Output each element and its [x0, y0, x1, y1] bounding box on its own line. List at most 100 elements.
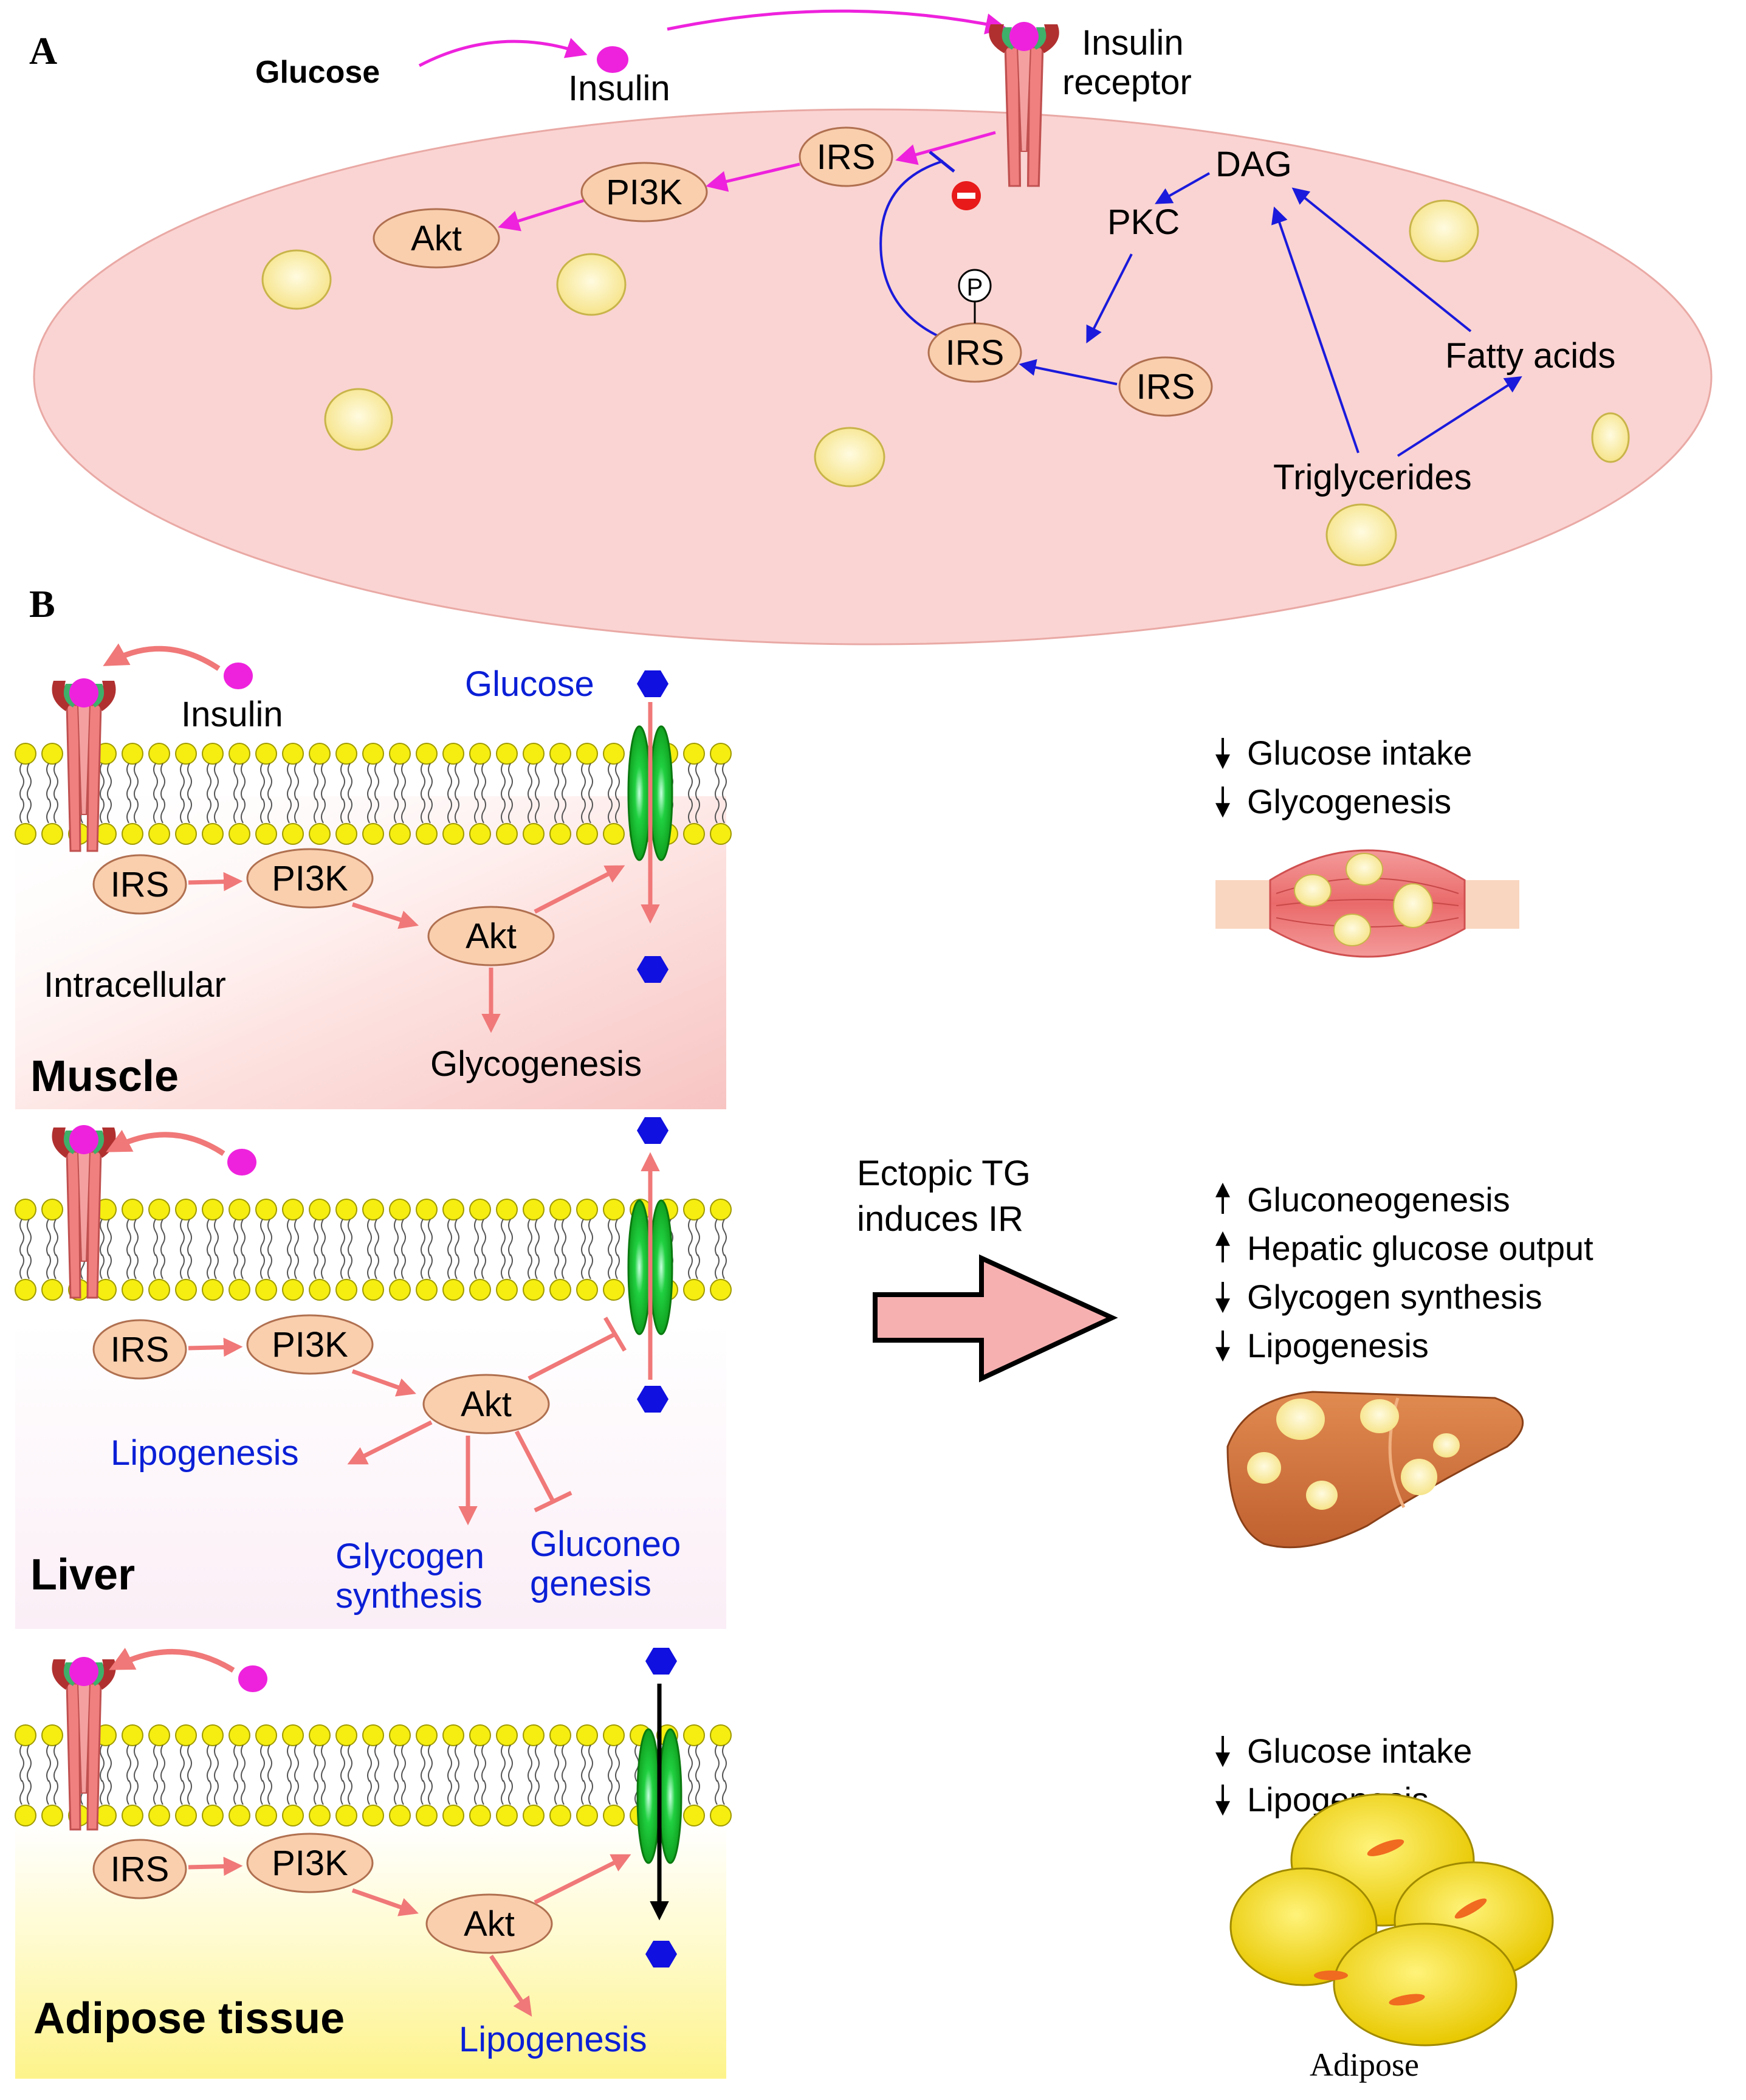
svg-text:IRS: IRS [111, 865, 170, 904]
liver-pi3k-akt-arrow [351, 1369, 416, 1397]
muscle-pi3k-node: PI3K [246, 848, 374, 909]
liver-insulin-arrow [106, 1129, 225, 1156]
muscle-akt-node: Akt [427, 906, 555, 966]
irs-node-right: IRS [1118, 356, 1213, 417]
muscle-glucose-label: Glucose [465, 664, 594, 704]
muscle-bound-insulin [69, 678, 98, 707]
cell-body [33, 108, 1713, 645]
dag-to-pkc-arrow [1155, 172, 1210, 204]
insulin-molecule [597, 46, 628, 73]
liver-irs-pi3k-arrow [188, 1337, 243, 1357]
adipose-irs-node: IRS [92, 1839, 187, 1899]
panel-b-letter: B [29, 582, 55, 625]
muscle-panel: Insulin Glucose IRS PI3K Akt Intracell [15, 643, 732, 1109]
liver-glycogen-label-1: Glycogen [335, 1537, 484, 1576]
liver-akt-glut-inhibit [528, 1332, 616, 1381]
panel-a: A Glucose Insulin Insulin receptor IRS [29, 9, 1713, 645]
fa-to-dag-arrow [1291, 187, 1472, 332]
ectopic-tg-label-2: induces IR [857, 1199, 1023, 1239]
irs-to-irsp-arrow [1019, 359, 1118, 385]
pkc-to-irsp-arrow [1086, 253, 1133, 343]
effect-label: Glucose intake [1247, 1732, 1472, 1770]
adipose-membrane [15, 1724, 732, 1826]
liver-gluconeo-label-2: genesis [530, 1564, 651, 1603]
svg-text:Akt: Akt [464, 1904, 515, 1944]
tg-to-fa-arrow [1397, 376, 1522, 457]
pi3k-to-akt-arrow [498, 199, 584, 232]
adipose-lipogenesis-label: Lipogenesis [459, 2020, 647, 2059]
muscle-akt-glut-arrow [534, 865, 625, 914]
muscle-organ-icon [1215, 849, 1519, 958]
akt-node-a: Akt [373, 208, 500, 269]
liver-akt-glut-inhibit-bar [603, 1317, 627, 1352]
irs-node-top: IRS [799, 126, 893, 187]
liver-akt-node: Akt [422, 1374, 550, 1434]
adipose-pi3k-akt-arrow [351, 1888, 419, 1916]
effect-label: Hepatic glucose output [1247, 1229, 1593, 1267]
liver-gluconeo-label-1: Gluconeo [530, 1524, 681, 1564]
svg-text:Akt: Akt [466, 917, 517, 956]
adipose-cells-icon [1229, 1793, 1554, 2047]
adipose-irs-pi3k-arrow [188, 1856, 243, 1876]
effect-label: Lipogenesis [1247, 1326, 1429, 1365]
svg-text:PI3K: PI3K [272, 1844, 348, 1883]
ectopic-tg-arrow [873, 1254, 1118, 1383]
liver-akt-gluconeo-inhibit [514, 1430, 555, 1503]
muscle-glucose-outside [637, 670, 668, 697]
adipose-caption: Adipose [1310, 2047, 1419, 2083]
irs-to-pi3k-arrow [706, 162, 800, 192]
liver-organ-icon [1226, 1391, 1524, 1549]
adipose-glucose-outside [645, 1648, 677, 1675]
svg-text:IRS: IRS [817, 137, 876, 177]
adipose-panel: IRS PI3K Akt Lipogenesis Adipose tissue [15, 1647, 732, 2079]
liver-irs-node: IRS [92, 1319, 187, 1380]
muscle-irs-node: IRS [92, 854, 187, 915]
adipose-free-insulin [238, 1665, 267, 1692]
pi3k-node-a: PI3K [580, 162, 708, 222]
effect-label: Glycogenesis [1247, 782, 1451, 821]
liver-free-insulin [227, 1149, 256, 1176]
glucose-to-insulin-arrow [418, 38, 588, 67]
adipose-tissue-label: Adipose tissue [33, 1994, 345, 2043]
liver-glycogen-label-2: synthesis [335, 1576, 483, 1616]
receptor-to-irs-arrow [895, 131, 996, 165]
muscle-tissue-label: Muscle [30, 1052, 179, 1101]
muscle-pi3k-akt-arrow [351, 902, 419, 929]
liver-glucose-outside [637, 1117, 668, 1144]
muscle-irs-pi3k-arrow [188, 872, 243, 892]
adipose-akt-node: Akt [425, 1893, 553, 1954]
svg-text:PI3K: PI3K [272, 1325, 348, 1365]
svg-text:IRS: IRS [111, 1850, 170, 1889]
insulin-label: Insulin [568, 69, 670, 108]
adipose-akt-glut-arrow [534, 1854, 631, 1905]
effect-label: Gluconeogenesis [1247, 1180, 1510, 1219]
inhibition-curve [879, 160, 949, 342]
liver-akt-lipogenesis-arrow [347, 1420, 433, 1465]
muscle-insulin-label: Insulin [181, 695, 283, 734]
insulin-receptor-label-2: receptor [1062, 63, 1192, 102]
tg-to-dag-arrow [1271, 206, 1359, 453]
liver-akt-gluconeo-inhibit-bar [534, 1490, 572, 1513]
inhibit-icon [952, 181, 981, 210]
liver-tissue-label: Liver [30, 1551, 135, 1599]
fatty-acids-label: Fatty acids [1445, 336, 1615, 376]
ectopic-tg-label-1: Ectopic TG [857, 1154, 1031, 1193]
panel-a-letter: A [29, 29, 57, 72]
liver-membrane [15, 1199, 732, 1301]
adipose-insulin-arrow [109, 1647, 235, 1673]
muscle-insulin-arrow [103, 643, 221, 671]
triglycerides-label: Triglycerides [1273, 458, 1472, 497]
insulin-receptor-label-1: Insulin [1082, 23, 1184, 63]
muscle-intracellular-label: Intracellular [44, 965, 226, 1005]
irs-phospho-node: IRS P [927, 269, 1022, 383]
adipose-akt-lipogenesis-arrow [489, 1955, 532, 2017]
bound-insulin-a [1009, 22, 1039, 51]
inhibition-bar [929, 151, 955, 173]
phospho-label: P [967, 274, 983, 301]
svg-text:Akt: Akt [411, 219, 462, 258]
adipose-bound-insulin [69, 1657, 98, 1686]
svg-text:IRS: IRS [946, 333, 1005, 373]
insulin-to-receptor-arrow [667, 9, 1007, 35]
